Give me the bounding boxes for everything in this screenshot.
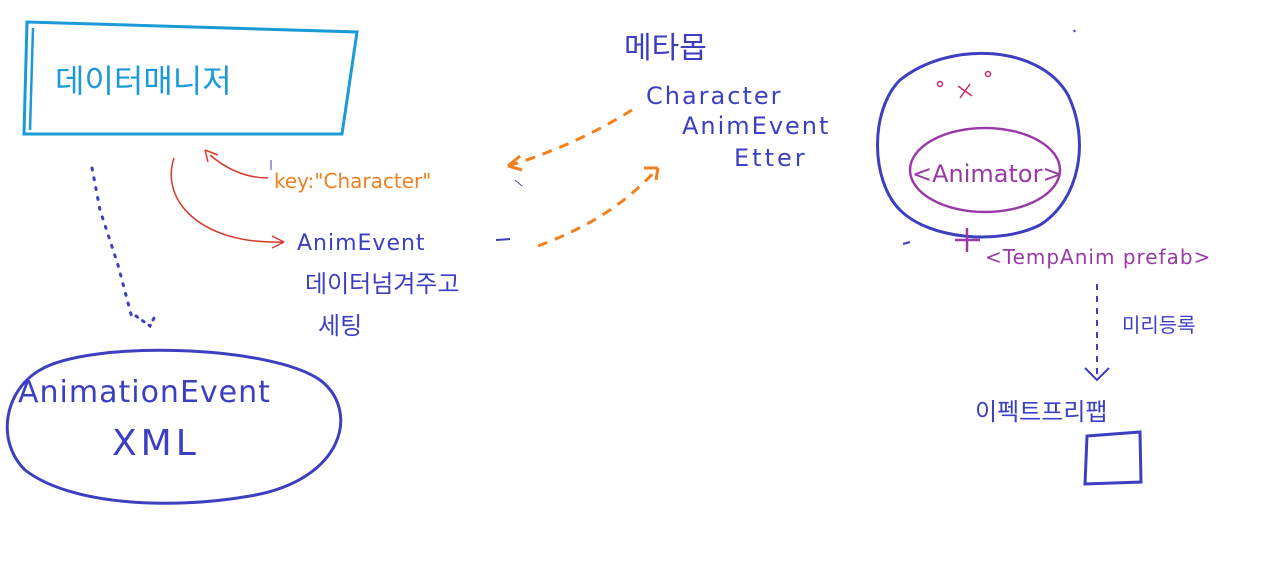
note-line1: 데이터넘겨주고	[305, 270, 460, 298]
orange-arrow-to-meta	[537, 166, 660, 248]
xml-ellipse-line2: XML	[112, 423, 200, 464]
key-character-text: key:"Character"	[274, 169, 431, 193]
data-manager-border	[22, 20, 359, 136]
meta-object-line3: Etter	[734, 144, 808, 172]
character-blob: <Animator>	[876, 51, 1081, 239]
data-manager-box: 데이터매니저	[22, 20, 359, 136]
dotted-arrowhead	[134, 312, 158, 329]
xml-ellipse-outline	[5, 348, 343, 505]
character-blob-outline	[876, 51, 1081, 239]
meta-object-line1: Character	[646, 82, 783, 110]
character-mouth	[957, 83, 973, 99]
attach-cross	[955, 228, 980, 252]
xml-ellipse-line1: AnimationEvent	[18, 375, 271, 410]
meta-object-line2: AnimEvent	[682, 112, 830, 140]
animator-label: <Animator>	[912, 160, 1063, 188]
meta-object-title: 메타몹	[624, 31, 707, 66]
register-note: 미리등록	[1122, 313, 1196, 337]
character-eye-left	[936, 80, 944, 88]
data-manager-label: 데이터매니저	[55, 62, 232, 100]
effect-prefab-box	[1083, 430, 1143, 486]
note-line2: 세팅	[318, 312, 362, 340]
orange-arrow-to-key	[507, 108, 633, 168]
xml-ellipse: AnimationEvent XML	[5, 348, 343, 505]
character-eye-right	[984, 70, 992, 78]
anim-event-text: AnimEvent	[297, 231, 426, 256]
red-arrow-key	[209, 154, 269, 179]
temp-prefab-label: <TempAnim prefab>	[985, 245, 1211, 269]
effect-prefab-label: 이펙트프리팹	[975, 398, 1107, 426]
dotted-connector-to-xml	[90, 166, 134, 320]
red-arrow-animevent	[170, 157, 285, 243]
animator-ellipse	[908, 126, 1062, 214]
